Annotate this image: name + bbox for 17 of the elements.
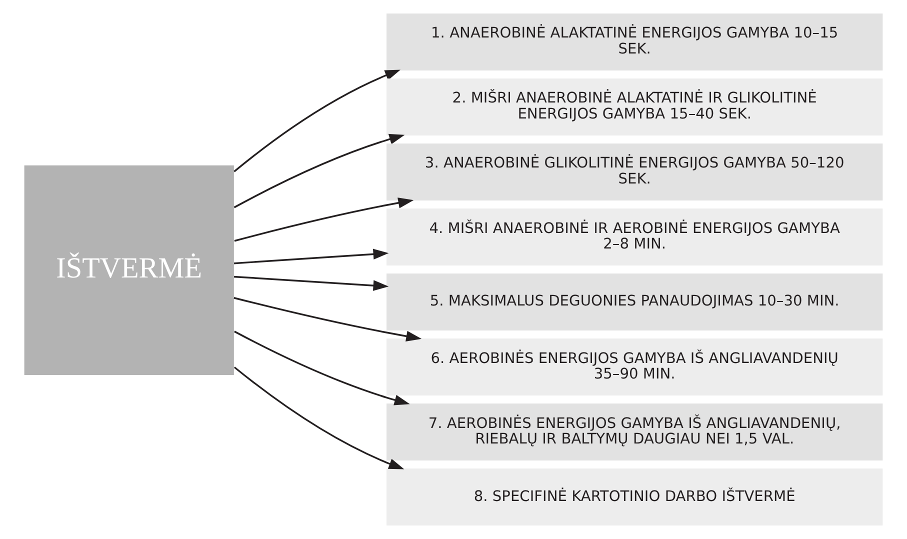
node-box: 5. MAKSIMALUS DEGUONIES PANAUDOJIMAS 10–30 MIN. [386,273,883,331]
arrow [234,70,400,172]
arrow [234,134,405,208]
node-box: 7. AEROBINĖS ENERGIJOS GAMYBA IŠ ANGLIAVANDENIŲ, RIEBALŲ IR BALTYMŲ DAUGIAU NEI 1,5 VAL. [386,404,883,461]
node-box: 4. MIŠRI ANAEROBINĖ IR AEROBINĖ ENERGIJOS GAMYBA 2–8 MIN. [386,208,883,266]
node-box: 3. ANAEROBINĖ GLIKOLITINĖ ENERGIJOS GAMYBA 50–120 SEK. [386,143,883,200]
arrow [234,276,389,291]
node-box: 2. MIŠRI ANAEROBINĖ ALAKTATINĖ IR GLIKOLITINĖ ENERGIJOS GAMYBA 15–40 SEK. [386,78,883,136]
arrow [234,198,414,242]
node-box: 8. SPECIFINĖ KARTOTINIO DARBO IŠTVERMĖ [386,468,883,526]
node-box: 1. ANAEROBINĖ ALAKTATINĖ ENERGIJOS GAMYBA 10–15 SEK. [386,13,883,70]
arrow [234,330,410,406]
node-box: 6. AEROBINĖS ENERGIJOS GAMYBA IŠ ANGLIAVANDENIŲ 35–90 MIN. [386,338,883,396]
node-box: IŠTVERMĖ [24,165,234,375]
arrow [234,366,404,470]
arrow [234,248,389,264]
arrow [234,297,422,342]
